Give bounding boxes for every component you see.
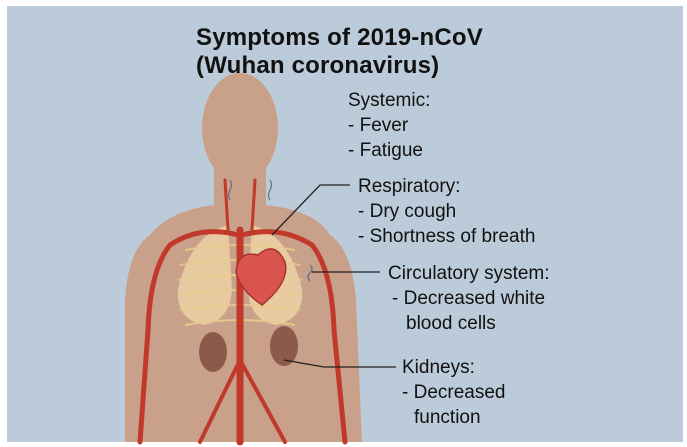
title-line-1: Symptoms of 2019-nCoV [196, 24, 483, 52]
respiratory-item: - Shortness of breath [358, 224, 535, 249]
circulatory-item: - Decreased white [392, 286, 545, 311]
systemic-item: - Fever [348, 113, 408, 138]
systemic-heading: Systemic: [348, 88, 430, 113]
kidneys-item: function [414, 405, 481, 430]
systemic-item: - Fatigue [348, 138, 423, 163]
respiratory-item: - Dry cough [358, 199, 456, 224]
kidneys-item: - Decreased [402, 380, 506, 405]
circulatory-item: blood cells [406, 311, 496, 336]
kidneys-heading: Kidneys: [402, 355, 475, 380]
respiratory-heading: Respiratory: [358, 174, 460, 199]
title-line-2: (Wuhan coronavirus) [196, 52, 439, 80]
circulatory-heading: Circulatory system: [388, 261, 550, 286]
